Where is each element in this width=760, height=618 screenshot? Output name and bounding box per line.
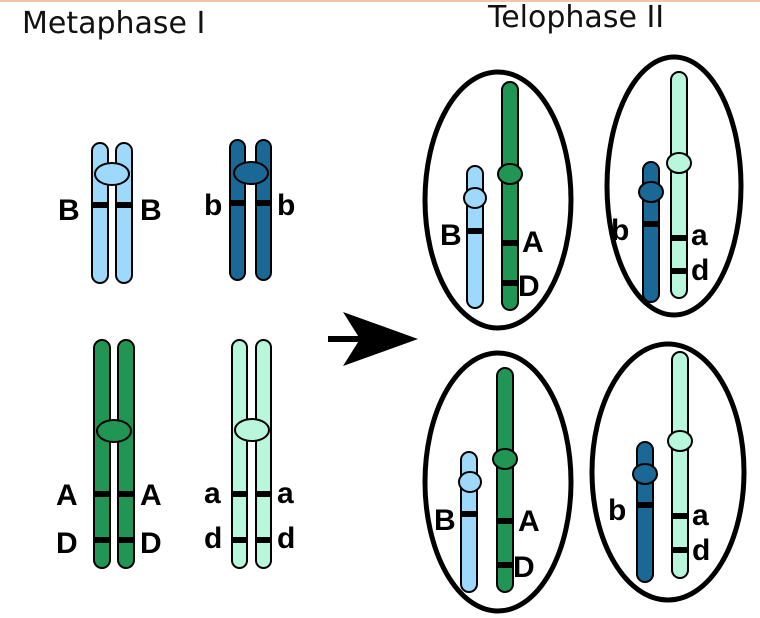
centromere [666, 152, 692, 174]
allele-label: D [518, 270, 540, 303]
centromere [458, 471, 482, 493]
gene-band [502, 280, 518, 286]
arrow-icon [328, 312, 418, 366]
gene-band [672, 547, 688, 553]
chromosome [671, 351, 689, 579]
allele-label: a [204, 477, 221, 510]
gene-band [497, 562, 513, 568]
centromere [96, 419, 132, 443]
gene-band [643, 221, 659, 227]
gene-band [230, 200, 245, 206]
allele-label: D [140, 527, 162, 560]
cell-outline [589, 341, 747, 603]
centromere [638, 181, 664, 203]
cell-outline [604, 54, 744, 318]
allele-label: b [204, 189, 222, 222]
allele-label: D [56, 527, 78, 560]
gene-band [256, 200, 271, 206]
chromosome [501, 81, 519, 311]
gene-band [116, 202, 132, 208]
allele-label: A [56, 479, 78, 512]
gene-band [671, 268, 687, 274]
gene-band [461, 511, 477, 517]
allele-label: d [204, 522, 222, 555]
chromatid [255, 139, 272, 281]
title-metaphase-i: Metaphase I [22, 6, 206, 41]
gene-band [232, 491, 247, 497]
centromere [234, 418, 270, 442]
centromere [233, 161, 269, 185]
centromere [667, 430, 693, 452]
gene-band [94, 491, 110, 497]
gene-band [671, 235, 687, 241]
chromatid [229, 139, 246, 281]
cell-outline [422, 69, 574, 331]
gene-band [118, 537, 134, 543]
gene-band [256, 491, 271, 497]
allele-label: B [140, 194, 162, 227]
metaphase-pair-b: b b [204, 139, 295, 281]
centromere [492, 448, 518, 470]
allele-label: a [692, 499, 709, 532]
gene-band [502, 240, 518, 246]
allele-label: b [277, 189, 295, 222]
cell-bottom-right: b a d [589, 341, 747, 603]
allele-label: d [691, 254, 709, 287]
gene-band [497, 518, 513, 524]
gene-band [467, 228, 483, 234]
chromatid [93, 339, 111, 569]
cell-bottom-left: B A D [422, 350, 574, 614]
centromere [497, 163, 523, 185]
title-telophase-ii: Telophase II [488, 0, 665, 35]
allele-label: a [277, 477, 294, 510]
metaphase-pair-A: A A D D [56, 339, 162, 569]
gene-band [232, 537, 247, 543]
chromosome [496, 367, 514, 593]
allele-label: A [518, 505, 540, 538]
allele-label: B [434, 504, 456, 537]
top-border-line [0, 0, 760, 2]
centromere [94, 162, 130, 186]
gene-band [118, 491, 134, 497]
gene-band [94, 537, 110, 543]
allele-label: B [58, 194, 80, 227]
centromere [463, 187, 487, 209]
allele-label: d [692, 534, 710, 567]
allele-label: A [140, 479, 162, 512]
cell-top-left: B A D [422, 69, 574, 331]
cell-top-right: b a d [604, 54, 744, 318]
allele-label: b [611, 214, 629, 247]
allele-label: B [440, 219, 462, 252]
gene-band [256, 537, 271, 543]
allele-label: d [277, 522, 295, 555]
allele-label: A [522, 226, 544, 259]
metaphase-pair-B: B B [58, 142, 162, 284]
chromatid [117, 339, 135, 569]
chromosome [670, 71, 688, 299]
metaphase-pair-a: a a d d [204, 339, 295, 569]
gene-band [92, 202, 108, 208]
cell-outline [422, 350, 574, 614]
allele-label: D [513, 551, 535, 584]
centromere [632, 463, 658, 485]
gene-band [672, 513, 688, 519]
gene-band [637, 502, 653, 508]
allele-label: a [691, 219, 708, 252]
chromatid [231, 339, 248, 569]
allele-label: b [608, 494, 626, 527]
chromatid [255, 339, 272, 569]
